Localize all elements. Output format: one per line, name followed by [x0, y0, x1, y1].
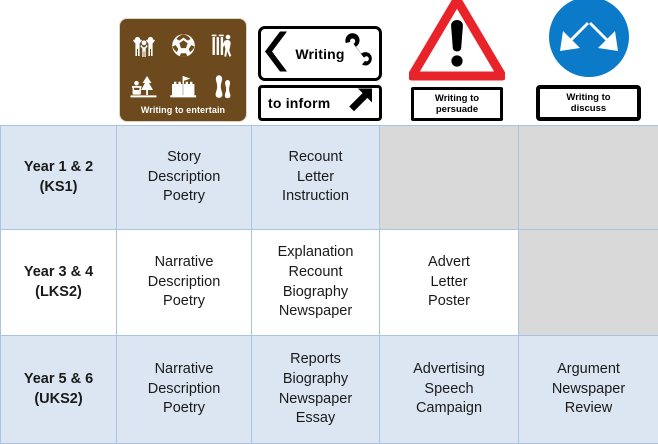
sign-writing-to-discuss[interactable]: Writing to discuss: [527, 0, 650, 121]
table-row: Year 5 & 6 (UKS2) Narrative Description …: [1, 336, 658, 444]
two-down-arrows-icon: [548, 0, 630, 83]
sign-writing-to-persuade[interactable]: Writing to persuade: [400, 0, 514, 121]
sign-plate-discuss: Writing to discuss: [536, 85, 641, 121]
table-row: Year 3 & 4 (LKS2) Narrative Description …: [1, 230, 658, 336]
sign-plate-discuss-line2: discuss: [571, 103, 606, 114]
cell-entertain: Narrative Description Poetry: [117, 230, 252, 336]
sign-header-row: Writing to entertain Writing: [0, 0, 658, 125]
cell-entertain: Narrative Description Poetry: [117, 336, 252, 444]
sign-plate-persuade-line1: Writing to: [435, 93, 479, 104]
cricket-stumps-icon: [210, 33, 234, 58]
diagonal-arrow-icon: [346, 87, 374, 120]
cell-persuade: Advertising Speech Campaign: [380, 336, 519, 444]
cell-discuss-disabled: [519, 126, 658, 230]
cell-discuss-disabled: [519, 230, 658, 336]
sign-writing-to-entertain[interactable]: Writing to entertain: [120, 19, 246, 121]
warning-triangle-wrap: [409, 0, 505, 86]
picnic-tree-icon: [130, 75, 158, 99]
cell-persuade-disabled: [380, 126, 519, 230]
sign-plate-persuade: Writing to persuade: [411, 87, 503, 121]
direction-sign-stack: Writing to inform: [258, 26, 382, 121]
cell-entertain: Story Description Poetry: [117, 126, 252, 230]
cell-discuss: Argument Newspaper Review: [519, 336, 658, 444]
table-row: Year 1 & 2 (KS1) Story Description Poetr…: [1, 126, 658, 230]
bowling-pins-icon: [210, 74, 234, 99]
left-chevron-icon: [263, 29, 289, 78]
exclamation-mark-icon: [451, 20, 463, 67]
year-group-label: Year 3 & 4 (LKS2): [1, 230, 117, 336]
blue-circle-wrap: [548, 0, 630, 83]
warning-triangle-icon: [409, 0, 505, 86]
year-group-label: Year 5 & 6 (UKS2): [1, 336, 117, 444]
direction-plate-writing: Writing: [258, 26, 382, 81]
pictogram-grid: [126, 26, 240, 106]
direction-plate-inform-label: to inform: [268, 95, 330, 111]
sign-plate-persuade-line2: persuade: [436, 104, 478, 115]
cell-inform: Recount Letter Instruction: [252, 126, 380, 230]
sign-writing-to-inform[interactable]: Writing to inform: [258, 26, 382, 121]
direction-plate-writing-label: Writing: [295, 46, 344, 62]
cell-inform: Reports Biography Newspaper Essay: [252, 336, 380, 444]
sign-caption-entertain: Writing to entertain: [141, 106, 225, 117]
cell-persuade: Advert Letter Poster: [380, 230, 519, 336]
celebrating-figures-icon: [131, 34, 157, 58]
telephone-icon: [343, 31, 375, 76]
football-icon: [171, 33, 196, 58]
direction-plate-inform: to inform: [258, 85, 382, 121]
castle-icon: [169, 75, 197, 99]
writing-purposes-table: Year 1 & 2 (KS1) Story Description Poetr…: [0, 125, 658, 444]
cell-inform: Explanation Recount Biography Newspaper: [252, 230, 380, 336]
brown-tourist-sign-panel: Writing to entertain: [120, 19, 246, 121]
year-group-label: Year 1 & 2 (KS1): [1, 126, 117, 230]
sign-plate-discuss-line1: Writing to: [566, 92, 610, 103]
